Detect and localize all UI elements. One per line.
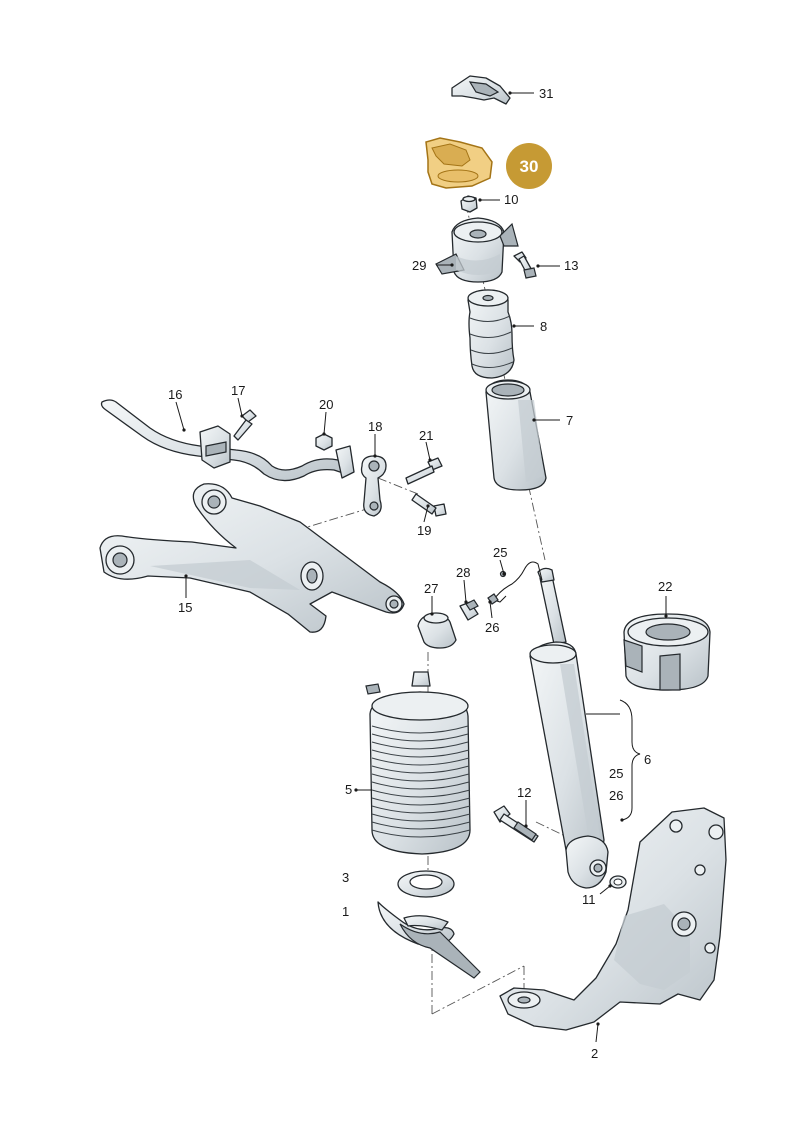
callout-18: 18: [368, 419, 382, 434]
callout-31: 31: [539, 86, 553, 101]
callout-3: 3: [342, 870, 349, 885]
part-16-stabilizer-bar[interactable]: [100, 399, 355, 482]
part-22-rubber-mount[interactable]: [623, 613, 711, 691]
part-6-shock-absorber[interactable]: [529, 567, 609, 889]
callout-22: 22: [658, 579, 672, 594]
callout-19: 19: [417, 523, 431, 538]
part-8-bump-stop[interactable]: [467, 289, 515, 379]
callout-6: 6: [644, 752, 651, 767]
callout-13: 13: [564, 258, 578, 273]
callout-20: 20: [319, 397, 333, 412]
callout-25-group: 25: [609, 766, 623, 781]
callout-7: 7: [566, 413, 573, 428]
part-30-highlighted-cover[interactable]: [425, 137, 493, 189]
part-25-26-wiring[interactable]: [487, 561, 543, 605]
part-20-nut[interactable]: [315, 433, 333, 451]
part-2-wheel-carrier[interactable]: [499, 807, 727, 1031]
callout-28: 28: [456, 565, 470, 580]
callout-16: 16: [168, 387, 182, 402]
part-27-bushing[interactable]: [417, 612, 457, 649]
callout-25-wiring: 25: [493, 545, 507, 560]
callout-10: 10: [504, 192, 518, 207]
callout-2: 2: [591, 1046, 598, 1061]
callout-8: 8: [540, 319, 547, 334]
air-spring-bellows-ribs: [371, 725, 471, 838]
callout-17: 17: [231, 383, 245, 398]
part-18-coupling-rod[interactable]: [360, 455, 387, 517]
part-7-protective-tube[interactable]: [485, 379, 547, 491]
callout-labels: 31 10 29 13 8 7 16 17 20 18 21 19 15 25 …: [168, 86, 672, 1061]
part-28-plug[interactable]: [459, 599, 479, 621]
part-11-washer[interactable]: [609, 875, 627, 889]
part-31-bracket[interactable]: [451, 75, 511, 105]
callout-11: 11: [582, 892, 596, 907]
part-1-spring-plate[interactable]: [377, 901, 481, 979]
callout-5: 5: [345, 782, 352, 797]
callout-27: 27: [424, 581, 438, 596]
callout-1: 1: [342, 904, 349, 919]
callout-21: 21: [419, 428, 433, 443]
part-13-bolt[interactable]: [513, 251, 537, 279]
callout-30-badge[interactable]: 30: [506, 143, 552, 189]
part-5-air-spring[interactable]: [365, 671, 471, 855]
callout-12: 12: [517, 785, 531, 800]
callout-15: 15: [178, 600, 192, 615]
part-15-lower-control-arm[interactable]: [99, 483, 405, 633]
callout-26-group: 26: [609, 788, 623, 803]
part-19-bolt[interactable]: [411, 493, 447, 517]
part-29-top-mount[interactable]: [435, 217, 519, 283]
part-3-seat-ring[interactable]: [397, 870, 455, 898]
part-21-bolt[interactable]: [405, 457, 443, 485]
part-10-nut[interactable]: [460, 195, 478, 213]
leader-lines: [175, 91, 668, 1043]
callout-26-wiring: 26: [485, 620, 499, 635]
callout-30-label: 30: [520, 157, 539, 176]
part-12-bolt[interactable]: [493, 805, 539, 843]
part-17-clamp-bolt[interactable]: [199, 409, 257, 469]
callout-29: 29: [412, 258, 426, 273]
